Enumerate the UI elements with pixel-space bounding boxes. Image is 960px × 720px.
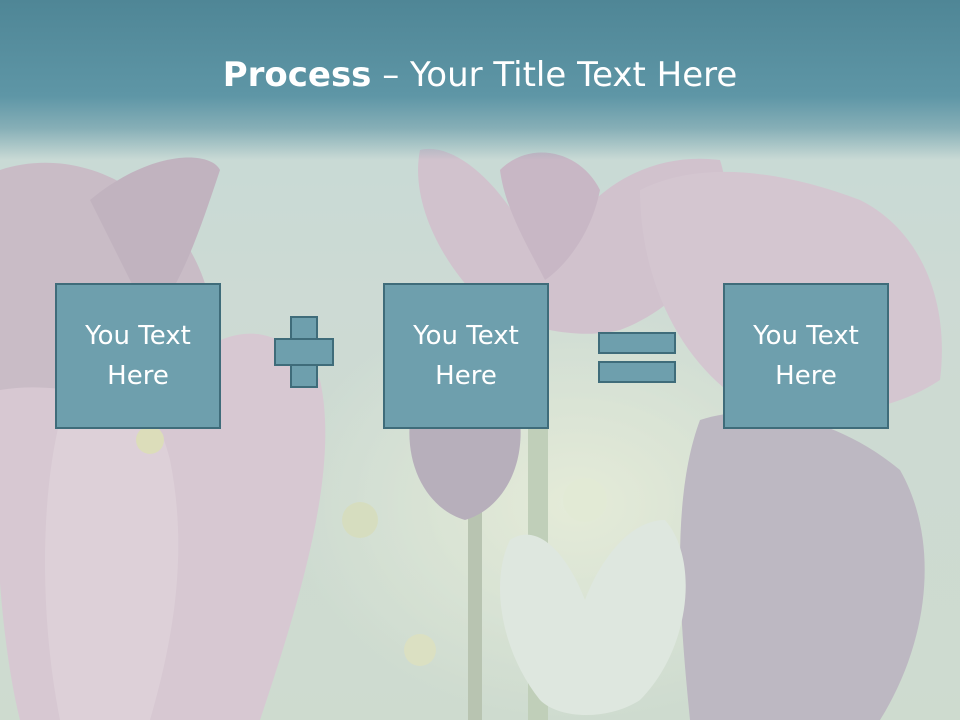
- text-box-2[interactable]: You Text Here: [383, 283, 549, 429]
- text-box-1[interactable]: You Text Here: [55, 283, 221, 429]
- text-box-3-label: You Text Here: [753, 321, 859, 391]
- title-bold: Process: [222, 55, 372, 95]
- title-bar: [0, 0, 960, 160]
- text-box-1-label: You Text Here: [85, 321, 191, 391]
- slide-title[interactable]: Process – Your Title Text Here: [0, 52, 960, 98]
- text-box-2-label: You Text Here: [413, 321, 519, 391]
- title-text: – Your Title Text Here: [371, 55, 738, 95]
- text-box-3[interactable]: You Text Here: [723, 283, 889, 429]
